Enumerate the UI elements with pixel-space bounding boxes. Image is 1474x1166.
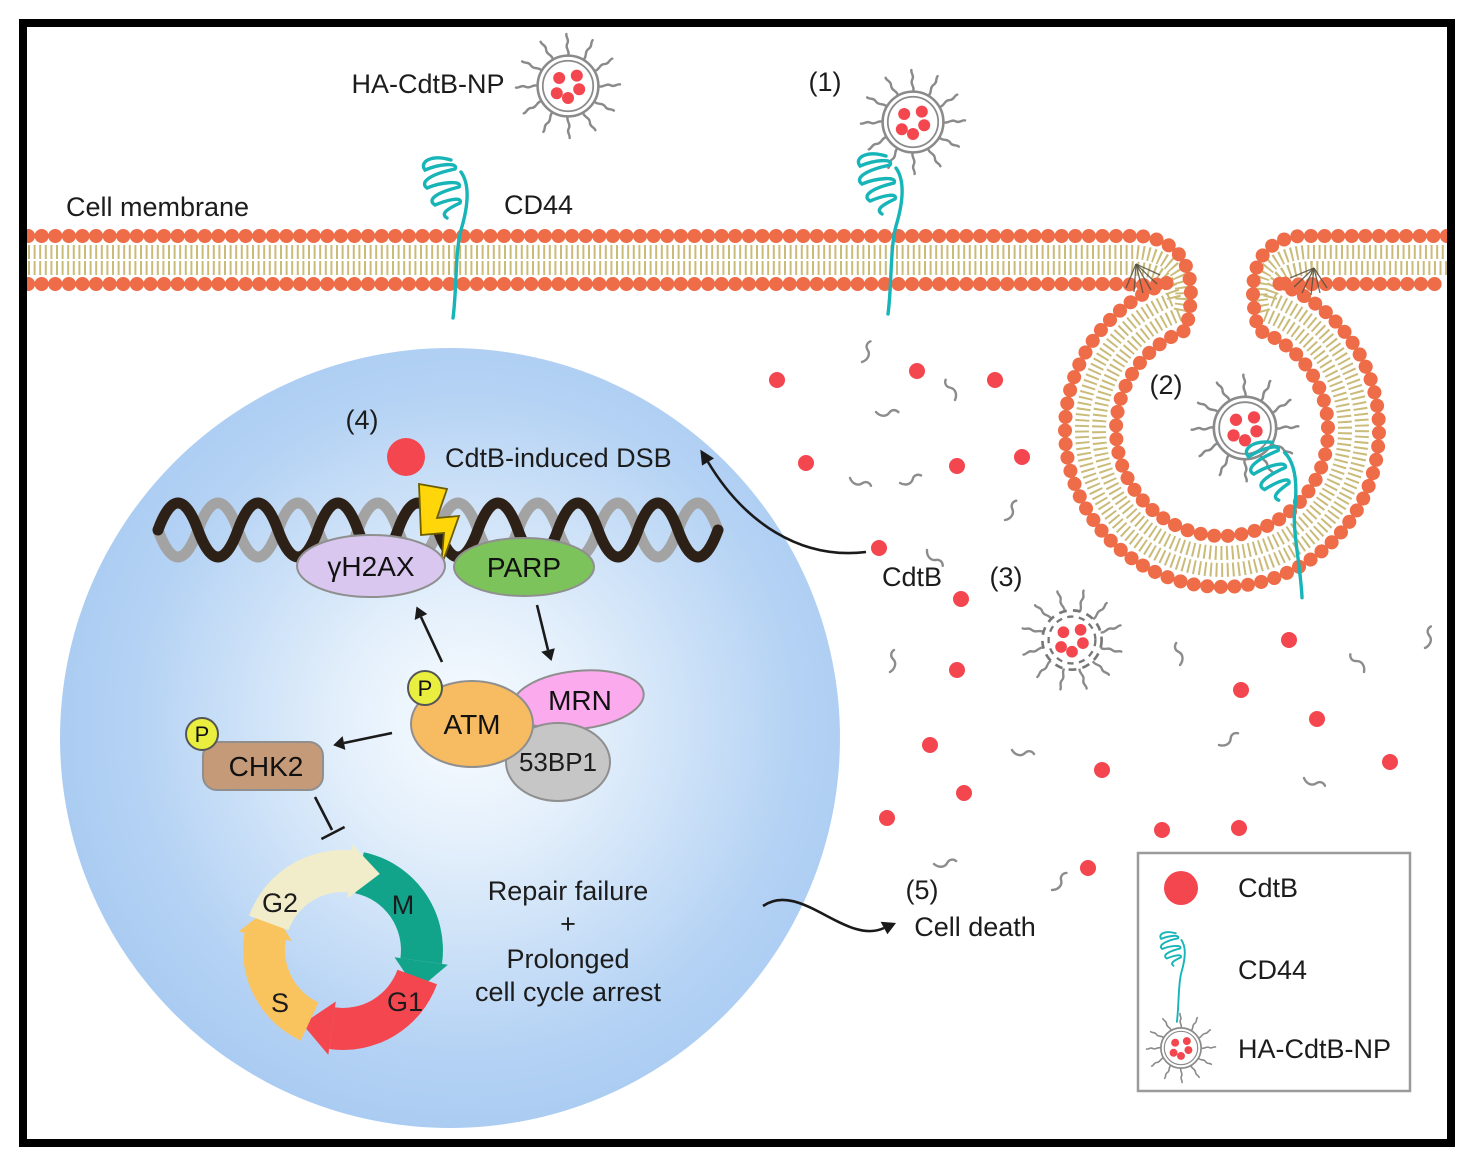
step5-label: (5) — [906, 875, 939, 905]
outcome-text: Repair failure + Prolonged cell cycle ar… — [475, 876, 662, 1007]
node-mrn: MRN — [511, 669, 645, 731]
phospho-label: P — [418, 676, 433, 701]
arrow-parp-to-mrn — [535, 604, 555, 661]
legend-cd44-label: CD44 — [1238, 955, 1307, 985]
cdtb-dot-icon — [1164, 871, 1198, 905]
arrow-atm-to-chk2 — [333, 731, 393, 750]
legend: CdtB CD44 HA-CdtB-NP — [1136, 851, 1412, 1093]
phase-g1-label: G1 — [387, 987, 423, 1017]
cell-membrane-label: Cell membrane — [66, 192, 249, 222]
cell-cycle-wheel: G2 M S G1 — [238, 844, 448, 1055]
lightning-bolt-icon — [418, 482, 461, 568]
figure-border — [19, 19, 1455, 1147]
step2-label: (2) — [1150, 370, 1183, 400]
dsb-cdtb-dot — [387, 438, 425, 476]
step1-label: (1) — [809, 67, 842, 97]
node-chk2: CHK2 P — [185, 717, 324, 791]
53bp1-label: 53BP1 — [519, 747, 597, 777]
cdtb-free-label: CdtB — [882, 562, 942, 592]
outcome-line-4: cell cycle arrest — [475, 977, 662, 1007]
node-parp: PARP — [453, 537, 595, 597]
phospho-icon — [407, 670, 443, 706]
parp-label: PARP — [487, 552, 561, 583]
membrane-pinch-left — [1125, 263, 1161, 294]
outcome-line-1: Repair failure — [488, 876, 649, 906]
arrow-nucleus-to-cell-death — [762, 898, 896, 935]
membrane-pinch-right — [1289, 267, 1328, 296]
phase-m-label: M — [392, 890, 415, 920]
dsb-label: CdtB-induced DSB — [445, 443, 672, 473]
legend-cdtb-label: CdtB — [1238, 873, 1298, 903]
phase-s-label: S — [271, 988, 289, 1018]
mrn-label: MRN — [548, 685, 612, 716]
inhibition-chk2-to-cycle — [313, 796, 346, 841]
atm-label: ATM — [443, 709, 500, 740]
np-top-label: HA-CdtB-NP — [351, 69, 504, 99]
node-atm: ATM P — [407, 670, 534, 768]
step3-label: (3) — [990, 562, 1023, 592]
cell-death-label: Cell death — [914, 912, 1036, 942]
free-cdtb-molecules — [769, 363, 1398, 876]
legend-np-label: HA-CdtB-NP — [1238, 1034, 1391, 1064]
phospho-icon — [185, 717, 219, 751]
arrow-atm-to-h2ax — [414, 606, 444, 663]
arrow-cdtb-to-dsb — [700, 449, 867, 555]
cell-membrane — [21, 229, 1454, 594]
cd44-top-label: CD44 — [504, 190, 573, 220]
outcome-line-2: + — [560, 909, 576, 939]
phospho-label: P — [195, 722, 210, 747]
node-h2ax: γH2AX — [296, 534, 446, 598]
h2ax-label: γH2AX — [327, 551, 414, 582]
outcome-line-3: Prolonged — [506, 944, 629, 974]
chk2-label: CHK2 — [229, 751, 304, 782]
phase-g2-label: G2 — [262, 888, 298, 918]
step4-label: (4) — [346, 405, 379, 435]
node-53bp1: 53BP1 — [505, 722, 611, 802]
